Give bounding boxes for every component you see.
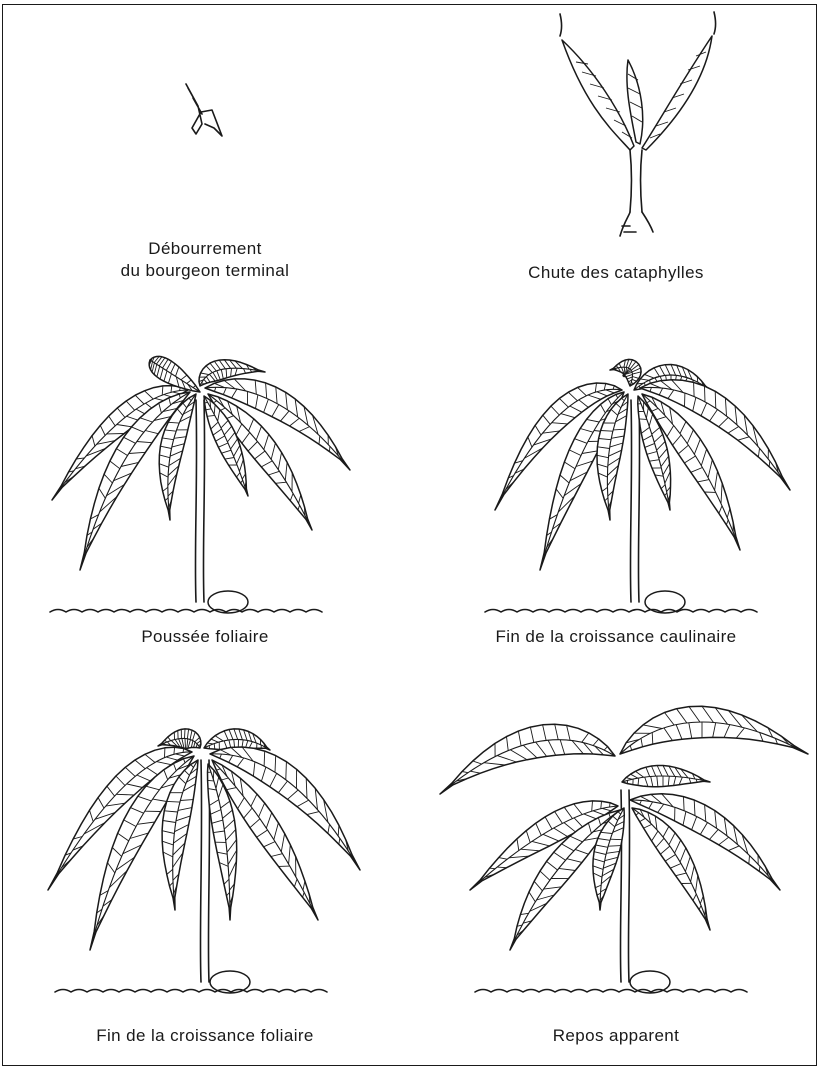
stem xyxy=(630,400,639,602)
stage-caption: Débourrement du bourgeon terminal xyxy=(0,238,410,282)
leaf-vein xyxy=(610,839,622,840)
caption-line: Chute des cataphylles xyxy=(410,262,822,284)
ground-line xyxy=(55,990,327,993)
leaf-vein xyxy=(264,751,265,766)
stage-panel-apparent-rest: Repos apparent xyxy=(410,690,822,1065)
leaf-vein xyxy=(613,368,614,369)
ground-line xyxy=(485,610,757,613)
leaf-vein xyxy=(196,744,197,748)
leaf-vein xyxy=(694,382,695,396)
leaf-vein xyxy=(54,487,63,497)
leaf-vein xyxy=(185,739,186,749)
leaf-vein xyxy=(209,746,210,749)
seedling-stem-growth-drawing xyxy=(410,320,822,620)
leaf-vein xyxy=(208,780,214,781)
leaf-vein xyxy=(769,461,770,467)
cataphyll-leaf xyxy=(627,60,643,144)
seedling-cataphylls-drawing xyxy=(410,0,822,260)
stage-panel-end-stem-growth: Fin de la croissance caulinaire xyxy=(410,320,822,665)
leaf xyxy=(622,766,710,787)
terminal-bud-drawing xyxy=(0,0,410,230)
leaf-vein xyxy=(599,902,600,903)
leaf-vein xyxy=(497,495,504,507)
leaf-vein xyxy=(340,458,341,460)
stage-caption: Fin de la croissance caulinaire xyxy=(410,626,822,648)
leaf xyxy=(440,724,615,794)
leaf-vein xyxy=(608,509,609,511)
leaf-vein xyxy=(668,502,669,503)
leaf-vein xyxy=(168,509,169,511)
stage-panel-cataphyll-fall: Chute des cataphylles xyxy=(410,0,822,300)
stage-panel-budbreak: Débourrement du bourgeon terminal xyxy=(0,0,410,300)
leaf-vein xyxy=(442,785,453,792)
leaf-vein xyxy=(185,729,186,739)
stage-caption: Chute des cataphylles xyxy=(410,262,822,284)
leaf xyxy=(620,706,808,754)
leaf-vein xyxy=(490,868,496,869)
leaf-vein xyxy=(226,369,227,378)
stage-panel-end-leaf-growth: Fin de la croissance foliaire xyxy=(0,690,410,1065)
leaf-vein xyxy=(697,377,698,383)
caption-line: Repos apparent xyxy=(410,1025,822,1047)
leaf-vein xyxy=(684,797,685,811)
leaf-blade xyxy=(440,724,615,794)
leaf xyxy=(158,729,201,749)
leaf-vein xyxy=(608,846,621,847)
stage-caption: Fin de la croissance foliaire xyxy=(0,1025,410,1047)
ground-line xyxy=(50,610,322,613)
leaf-vein xyxy=(703,780,704,781)
leaf-vein xyxy=(50,874,59,887)
caption-line: Poussée foliaire xyxy=(0,626,410,648)
leaf-vein xyxy=(472,881,482,888)
leaf-vein xyxy=(257,371,258,372)
leaf-vein xyxy=(770,878,771,880)
leaf-vein xyxy=(705,386,706,402)
caption-line: Fin de la croissance foliaire xyxy=(0,1025,410,1047)
leaf-vein xyxy=(350,854,351,857)
leaf-vein xyxy=(452,783,454,784)
leaf-vein xyxy=(304,507,305,516)
stage-caption: Repos apparent xyxy=(410,1025,822,1047)
caption-line: Fin de la croissance caulinaire xyxy=(410,626,822,648)
leaf-vein xyxy=(639,419,647,420)
leaf-vein xyxy=(715,391,716,408)
leaf-vein xyxy=(497,867,507,868)
leaf-vein xyxy=(214,744,215,750)
leaf-vein xyxy=(481,879,483,880)
leaf-vein xyxy=(705,907,706,915)
leaf-vein xyxy=(780,475,781,477)
seedling-rest-drawing xyxy=(410,690,822,1020)
cataphyll-leaf xyxy=(562,40,634,150)
leaf-vein xyxy=(286,762,287,780)
ground-line xyxy=(475,990,747,993)
seedling-leaf-flush-drawing xyxy=(0,320,410,620)
stage-caption: Poussée foliaire xyxy=(0,626,410,648)
seedling-leaf-growth-drawing xyxy=(0,690,410,1020)
caption-line: Débourrement xyxy=(0,238,410,260)
caption-line: du bourgeon terminal xyxy=(0,260,410,282)
cataphyll-leaf xyxy=(642,36,712,150)
stage-panel-leaf-flush: Poussée foliaire xyxy=(0,320,410,665)
leaf-vein xyxy=(652,732,653,744)
leaf xyxy=(610,359,641,386)
stem xyxy=(195,400,204,602)
